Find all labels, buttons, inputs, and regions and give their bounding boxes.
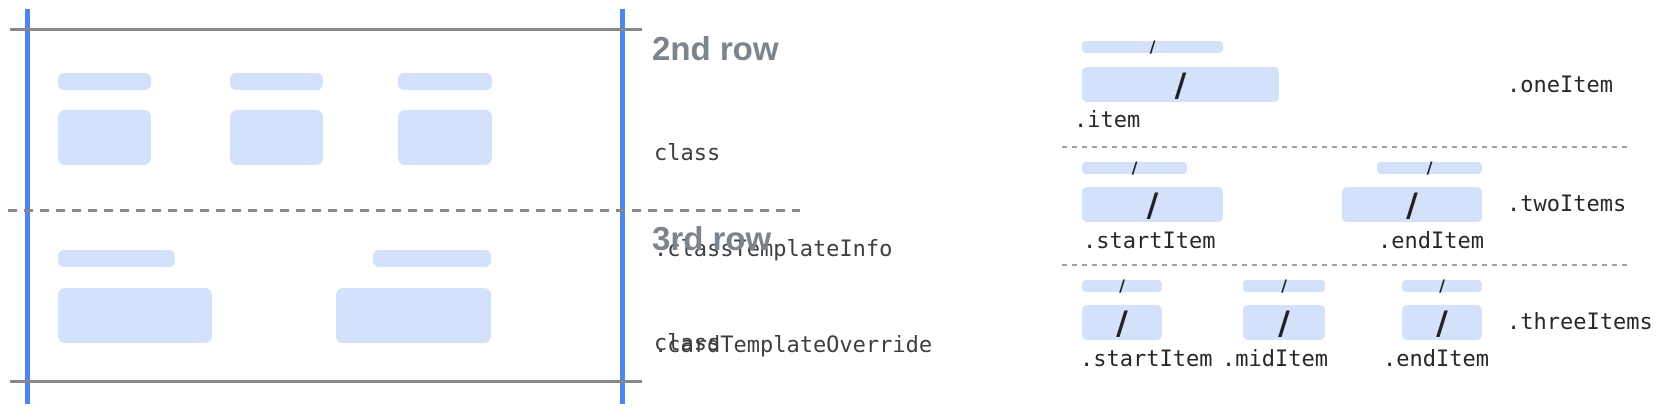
item-value-bar: /	[1082, 67, 1279, 102]
item-label: .endItem	[1378, 229, 1484, 254]
placeholder-label-bar	[398, 73, 492, 90]
row-divider-dashed	[8, 209, 800, 212]
item-label: .startItem	[1083, 229, 1216, 254]
item-value-bar: /	[1082, 187, 1223, 222]
code-line: class	[654, 331, 721, 356]
item-label-bar: /	[1082, 39, 1223, 55]
template-separator	[1062, 146, 1630, 148]
row-title: 2nd row	[652, 30, 779, 67]
item-value-bar: /	[1402, 305, 1482, 340]
code-line: class	[654, 141, 721, 166]
code-block: class .classTemplateInfo .cardTemplateOv…	[654, 264, 972, 412]
placeholder-label-bar	[230, 73, 323, 90]
row-title: 3rd row	[652, 220, 772, 257]
placeholder-label-bar	[58, 73, 151, 90]
placeholder-value-box	[336, 288, 491, 343]
template-label: .threeItems	[1507, 310, 1653, 335]
placeholder-label-bar	[58, 250, 175, 267]
item-value-bar: /	[1342, 187, 1482, 222]
placeholder-value-box	[230, 110, 323, 165]
item-label-bar: /	[1377, 160, 1482, 176]
item-label: .startItem	[1080, 347, 1213, 372]
item-label-bar: /	[1082, 278, 1162, 294]
item-label-bar: /	[1243, 278, 1325, 294]
item-value-bar: /	[1082, 305, 1162, 340]
placeholder-value-box	[58, 110, 151, 165]
item-label: .endItem	[1383, 347, 1489, 372]
placeholder-label-bar	[373, 250, 491, 267]
item-value-bar: /	[1243, 305, 1325, 340]
template-label: .oneItem	[1507, 73, 1613, 98]
template-separator	[1062, 264, 1630, 266]
item-label-bar: /	[1402, 278, 1482, 294]
item-label: .item	[1074, 108, 1141, 133]
code-line: .cardTemplateOverride	[654, 333, 933, 358]
code-line: .classTemplateInfo	[654, 237, 893, 262]
card-top-edge	[10, 28, 642, 31]
placeholder-value-box	[58, 288, 212, 343]
template-label: .twoItems	[1507, 192, 1627, 217]
code-block: class .classTemplateInfo .cardTemplateOv…	[654, 74, 972, 412]
right-margin-guide	[620, 9, 625, 404]
placeholder-value-box	[398, 110, 492, 165]
left-margin-guide	[25, 9, 30, 404]
card-bottom-edge	[10, 380, 642, 383]
item-label: .midItem	[1222, 347, 1328, 372]
item-label-bar: /	[1082, 160, 1187, 176]
